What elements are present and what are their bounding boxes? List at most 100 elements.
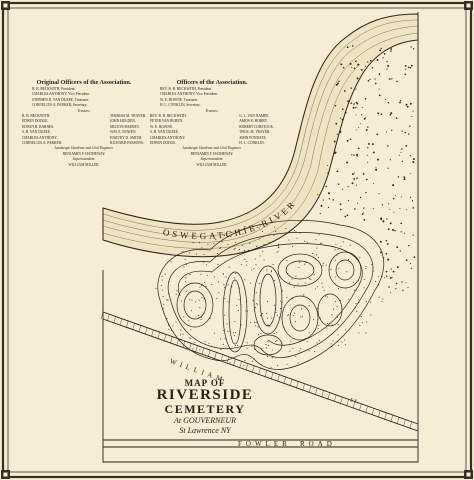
tree-mark [401, 160, 403, 162]
burial-lot [299, 232, 301, 234]
burial-lot [163, 303, 165, 305]
burial-lot [192, 242, 194, 244]
burial-lot [199, 242, 200, 244]
burial-lot [207, 243, 209, 245]
street-hatch [207, 350, 211, 358]
tree-mark [362, 212, 364, 214]
burial-lot [349, 244, 351, 246]
tree-mark [399, 250, 401, 252]
burial-lot [286, 260, 288, 261]
burial-lot [161, 279, 163, 281]
street-hatch [157, 332, 160, 340]
burial-lot [183, 266, 185, 268]
burial-lot [188, 320, 190, 322]
tree-mark [357, 202, 359, 204]
burial-lot [334, 259, 336, 261]
tree-mark [377, 112, 379, 115]
burial-lot [250, 322, 252, 324]
burial-lot [234, 242, 236, 243]
burial-lot [277, 365, 279, 367]
tree-mark [409, 125, 411, 127]
burial-lot [286, 296, 288, 298]
burial-lot [200, 273, 202, 275]
burial-lot [185, 277, 187, 279]
burial-lot [274, 226, 276, 228]
burial-lot [161, 276, 163, 277]
burial-lot [334, 249, 336, 251]
burial-lot [246, 347, 248, 349]
burial-lot [191, 310, 192, 312]
burial-lot [299, 348, 301, 350]
cemetery-grounds [157, 220, 385, 370]
fowler-road-label-1: FOWLER [238, 440, 291, 448]
tree-mark [351, 182, 354, 185]
tree-mark [338, 80, 340, 82]
burial-lot [341, 341, 343, 343]
original-trustee: WM. E. BOWEN. [110, 130, 137, 135]
tree-mark [379, 240, 382, 243]
burial-lot [222, 273, 224, 274]
burial-lot [191, 299, 193, 301]
street-hatch [239, 361, 242, 369]
original-gardener: BENJAMIN P. HATHEWAY. [62, 151, 106, 156]
burial-lot [292, 315, 294, 316]
tree-mark [328, 198, 331, 200]
burial-lot [252, 300, 254, 301]
burial-lot [265, 347, 267, 349]
burial-lot [168, 293, 170, 294]
street-hatch [378, 410, 381, 418]
burial-lot [308, 305, 310, 307]
current-gardener: BENJAMIN F. HATHEWAY. [190, 151, 234, 156]
tree-mark [412, 207, 415, 209]
burial-lot [245, 310, 247, 312]
tree-mark [336, 133, 338, 136]
burial-lot [366, 321, 368, 323]
burial-lot [261, 348, 263, 350]
tree-mark [340, 208, 342, 211]
burial-lot [224, 298, 226, 300]
burial-lot [357, 280, 359, 282]
burial-lot [209, 318, 211, 319]
tree-mark [410, 46, 412, 48]
tree-mark [385, 275, 388, 277]
current-trustee: EDWIN DODGE. [150, 141, 177, 146]
tree-mark [341, 118, 344, 121]
burial-lot [358, 302, 360, 303]
tree-mark [388, 286, 390, 288]
burial-lot [280, 300, 282, 302]
street-hatch [384, 412, 387, 420]
burial-lot [278, 243, 280, 245]
burial-lot [204, 281, 206, 283]
burial-lot [321, 282, 323, 284]
tree-mark [377, 158, 379, 161]
burial-lot [338, 288, 339, 289]
burial-lot [227, 284, 229, 286]
burial-lot [201, 285, 203, 286]
tree-mark [389, 159, 392, 161]
tree-mark [402, 289, 404, 292]
burial-lot [268, 242, 270, 244]
burial-lot [225, 276, 227, 278]
tree-mark [356, 177, 358, 179]
burial-lot [249, 282, 251, 284]
burial-lot [304, 240, 306, 242]
current-trustee: S. B. VAN DUZEE. [150, 130, 179, 135]
tree-mark [355, 88, 357, 90]
burial-lot [155, 287, 157, 289]
street-hatch [296, 381, 299, 389]
burial-lot [295, 231, 297, 233]
title-cemetery: CEMETERY [164, 402, 246, 416]
street-hatch [100, 311, 104, 320]
burial-lot [314, 351, 316, 352]
burial-lot [242, 233, 244, 235]
tree-mark [346, 214, 349, 217]
burial-lot [304, 263, 306, 265]
original-officer: CORNELIUS A. PARKER, Secretary. [32, 103, 88, 108]
street-hatch [365, 406, 368, 414]
tree-mark [405, 68, 407, 70]
tree-mark [411, 200, 414, 202]
tree-mark [400, 196, 402, 198]
burial-lot [348, 298, 350, 300]
tree-mark [392, 197, 395, 200]
burial-lot [161, 289, 163, 291]
